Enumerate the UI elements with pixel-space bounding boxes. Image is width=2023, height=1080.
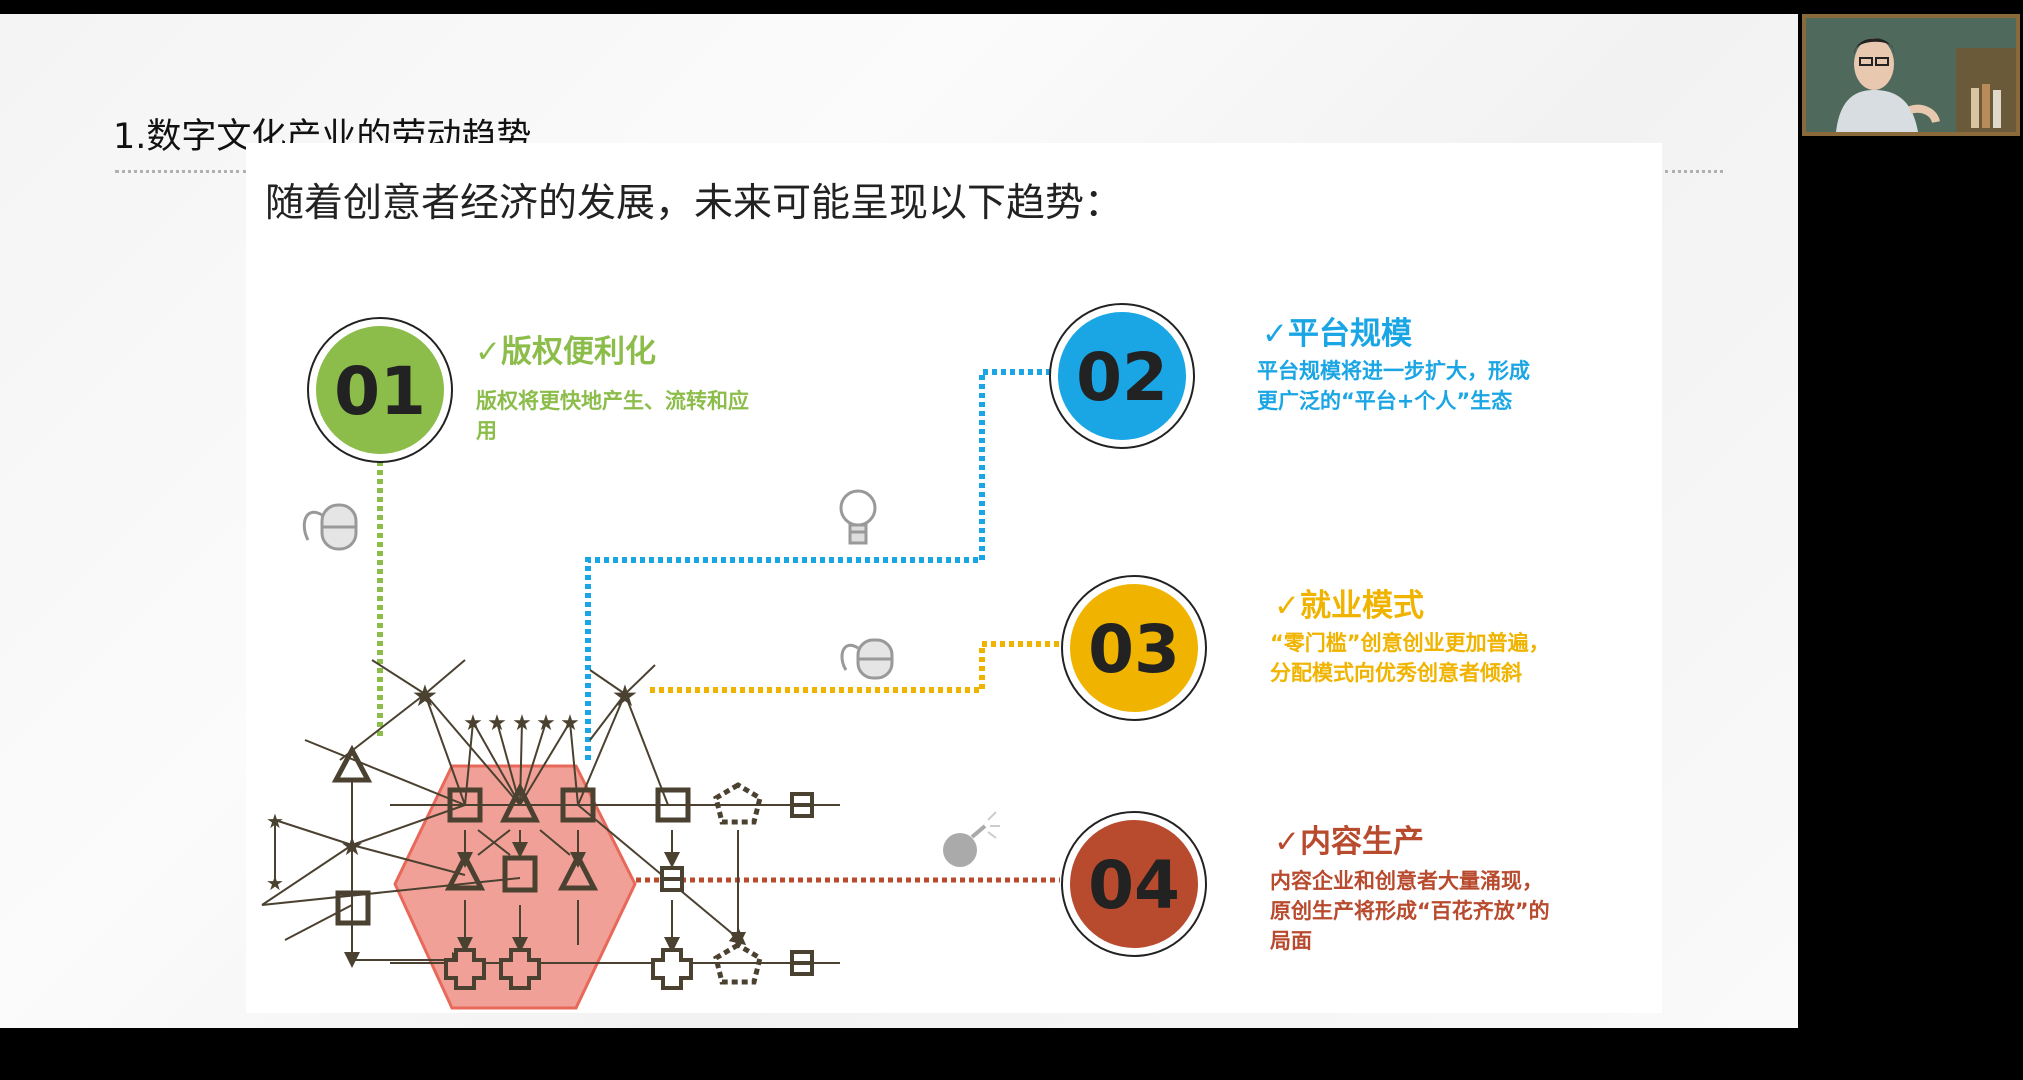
badge-01: 01: [307, 317, 453, 463]
svg-text:★: ★: [512, 711, 532, 736]
plus-nodes: [444, 948, 693, 990]
svg-text:★: ★: [560, 711, 580, 736]
trend-01-heading: ✓版权便利化: [475, 334, 656, 370]
svg-text:★: ★: [412, 679, 439, 714]
title-divider-left: [115, 170, 247, 173]
badge-02: 02: [1049, 303, 1195, 449]
badge-01-number: 01: [334, 353, 426, 430]
svg-text:★: ★: [340, 832, 363, 862]
lightbulb-icon: [839, 489, 877, 545]
trend-01-description: 版权将更快地产生、流转和应用: [476, 389, 749, 443]
hexagon-core: [393, 764, 637, 1010]
svg-text:★: ★: [612, 679, 639, 714]
badge-03-number: 03: [1088, 611, 1180, 688]
badge-02-number: 02: [1076, 339, 1168, 416]
badge-04-number: 04: [1088, 847, 1180, 924]
mouse-icon: [302, 503, 358, 551]
presenter-video: [1806, 18, 2016, 132]
network-nodes: [331, 744, 763, 985]
svg-text:★: ★: [266, 871, 284, 895]
connector-03: [650, 641, 1065, 693]
svg-text:★: ★: [266, 809, 284, 833]
svg-text:★: ★: [463, 711, 483, 736]
trend-02-heading: ✓平台规模: [1262, 316, 1412, 352]
trend-04-description: 内容企业和创意者大量涌现，原创生产将形成“百花齐放”的局面: [1270, 869, 1550, 953]
title-divider-right: [1665, 170, 1723, 173]
screen-top-bar: [0, 0, 2023, 14]
mouse-icon: [840, 638, 894, 680]
connector-02: [585, 369, 1058, 760]
screen-bottom-bar: [0, 1028, 2023, 1080]
bomb-icon: [943, 811, 1000, 867]
slide-subtitle: 随着创意者经济的发展，未来可能呈现以下趋势：: [265, 181, 1124, 226]
presenter-webcam[interactable]: [1802, 14, 2020, 136]
badge-04: 04: [1061, 811, 1207, 957]
trend-02-description: 平台规模将进一步扩大，形成更广泛的“平台+个人”生态: [1257, 359, 1530, 413]
badge-03: 03: [1061, 575, 1207, 721]
small-nodes: [660, 792, 814, 976]
trend-03-description: “零门槛”创意创业更加普遍，分配模式向优秀创意者倾斜: [1270, 631, 1550, 685]
trend-04-heading: ✓内容生产: [1274, 824, 1424, 860]
video-side-panel: [1798, 0, 2023, 1080]
svg-text:★: ★: [536, 711, 556, 736]
trend-03-heading: ✓就业模式: [1274, 588, 1424, 624]
star-nodes: ★★ ★★ ★★ ★ ★ ★★: [266, 679, 638, 895]
svg-text:★: ★: [487, 711, 507, 736]
